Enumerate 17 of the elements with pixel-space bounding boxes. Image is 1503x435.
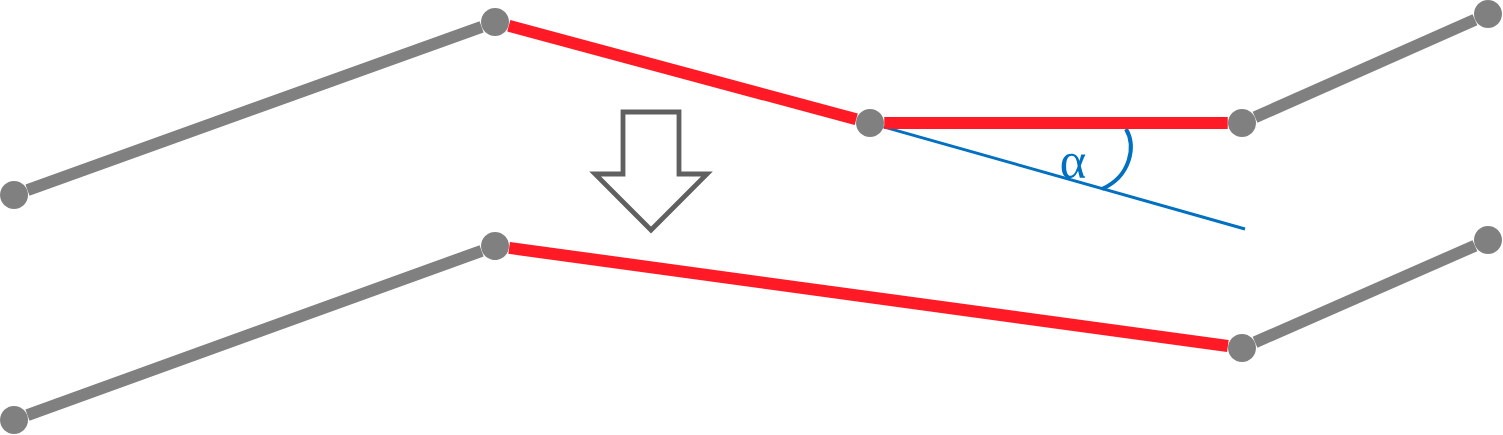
vertex-dot xyxy=(1228,334,1256,362)
vertex-dot xyxy=(1228,109,1256,137)
line-segment xyxy=(508,241,1229,352)
angle-label: α xyxy=(1061,153,1086,179)
vertex-dot xyxy=(856,109,884,137)
line-segment xyxy=(1252,14,1478,123)
line-segment xyxy=(25,245,484,421)
vertex-dot xyxy=(0,406,28,434)
line-segment xyxy=(25,21,484,196)
vertex-dot xyxy=(1474,0,1502,28)
vertex-dot xyxy=(0,181,28,209)
line-segment xyxy=(884,117,1228,129)
line-segment xyxy=(1252,240,1478,348)
vertex-dot xyxy=(481,8,509,36)
vertex-dot xyxy=(481,232,509,260)
vertex-dot xyxy=(1474,226,1502,254)
line-segment xyxy=(507,19,858,126)
